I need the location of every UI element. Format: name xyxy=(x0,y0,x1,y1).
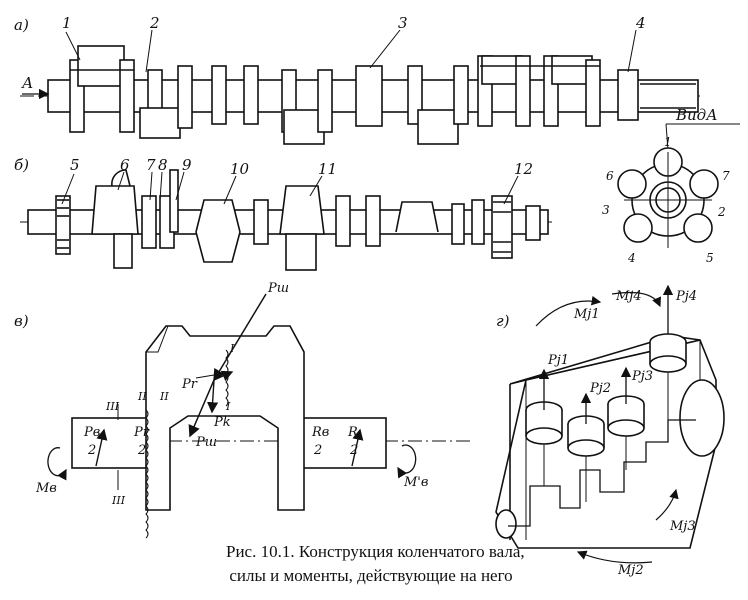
callout-7: 7 xyxy=(146,156,156,174)
crankshaft-view-a xyxy=(20,29,700,145)
force-Pj4: Pj4 xyxy=(675,289,697,304)
caption-line-2: силы и моменты, действующие на него xyxy=(229,566,513,585)
end-view-a xyxy=(617,123,740,248)
callout-4: 4 xyxy=(635,14,646,32)
section-mark-III-top: III xyxy=(105,400,120,413)
view-num-5: 5 xyxy=(706,251,714,265)
moment-Mj4: Mj4 xyxy=(615,289,642,304)
section-mark-I-bottom: I xyxy=(225,400,231,413)
view-a-title: ВидА xyxy=(675,106,718,124)
callout-9: 9 xyxy=(182,156,192,174)
section-mark-II-left: II xyxy=(137,390,147,403)
fraction-R-den: 2 xyxy=(349,443,358,458)
callout-10: 10 xyxy=(230,160,250,178)
view-num-3: 3 xyxy=(602,203,610,217)
caption-line-1: Рис. 10.1. Конструкция коленчатого вала, xyxy=(226,542,525,561)
force-Pw-bottom: Pш xyxy=(195,435,217,450)
moment-Mj3: Mj3 xyxy=(669,519,696,534)
section-mark-II-right: II xyxy=(159,390,169,403)
view-num-1: 1 xyxy=(664,135,672,149)
panel-g-label: г) xyxy=(496,312,510,330)
callout-11: 11 xyxy=(318,160,337,178)
section-mark-I-top: I xyxy=(229,342,235,355)
crank-throw-forces xyxy=(47,293,470,539)
fraction-R-num: R xyxy=(347,425,358,440)
callout-5: 5 xyxy=(70,156,80,174)
force-Pk: Pk xyxy=(213,415,231,430)
moment-Mj2: Mj2 xyxy=(617,563,644,578)
callout-1: 1 xyxy=(62,14,72,32)
callout-6: 6 xyxy=(120,156,130,174)
fraction-Pv-num: Pв xyxy=(83,425,100,440)
fraction-Rv-den: 2 xyxy=(313,443,322,458)
moment-Mj1: Mj1 xyxy=(573,307,600,322)
figure-caption: Рис. 10.1. Конструкция коленчатого вала,… xyxy=(226,540,525,588)
force-Pj1: Pj1 xyxy=(547,353,569,368)
force-Pj3: Pj3 xyxy=(631,369,653,384)
view-arrow-label: А xyxy=(21,74,33,92)
callout-2: 2 xyxy=(149,14,160,32)
section-mark-III-bottom: III xyxy=(111,494,126,507)
view-num-2: 2 xyxy=(717,205,726,219)
view-num-4: 4 xyxy=(627,251,636,265)
engine-block-forces xyxy=(495,284,725,564)
fraction-Pv-den: 2 xyxy=(87,443,96,458)
crankshaft-view-b xyxy=(20,169,552,271)
panel-a-label: а) xyxy=(14,16,29,34)
callout-8: 8 xyxy=(158,156,168,174)
callout-12: 12 xyxy=(514,160,533,178)
callout-3: 3 xyxy=(398,14,408,32)
fraction-Rv-num: Rв xyxy=(311,425,329,440)
panel-v-label: в) xyxy=(14,312,29,330)
moment-Mv-prime: M'в xyxy=(403,475,428,490)
force-Pr: Pr xyxy=(181,377,198,392)
view-num-7: 7 xyxy=(722,169,730,183)
force-Pw-top: Pш xyxy=(267,281,289,296)
moment-Mv: Mв xyxy=(35,481,57,496)
fraction-Pr-den: 2 xyxy=(137,443,146,458)
view-num-6: 6 xyxy=(606,169,614,183)
panel-b-label: б) xyxy=(14,156,29,174)
fraction-Pr-num: Pr xyxy=(133,425,150,440)
force-Pj2: Pj2 xyxy=(589,381,611,396)
